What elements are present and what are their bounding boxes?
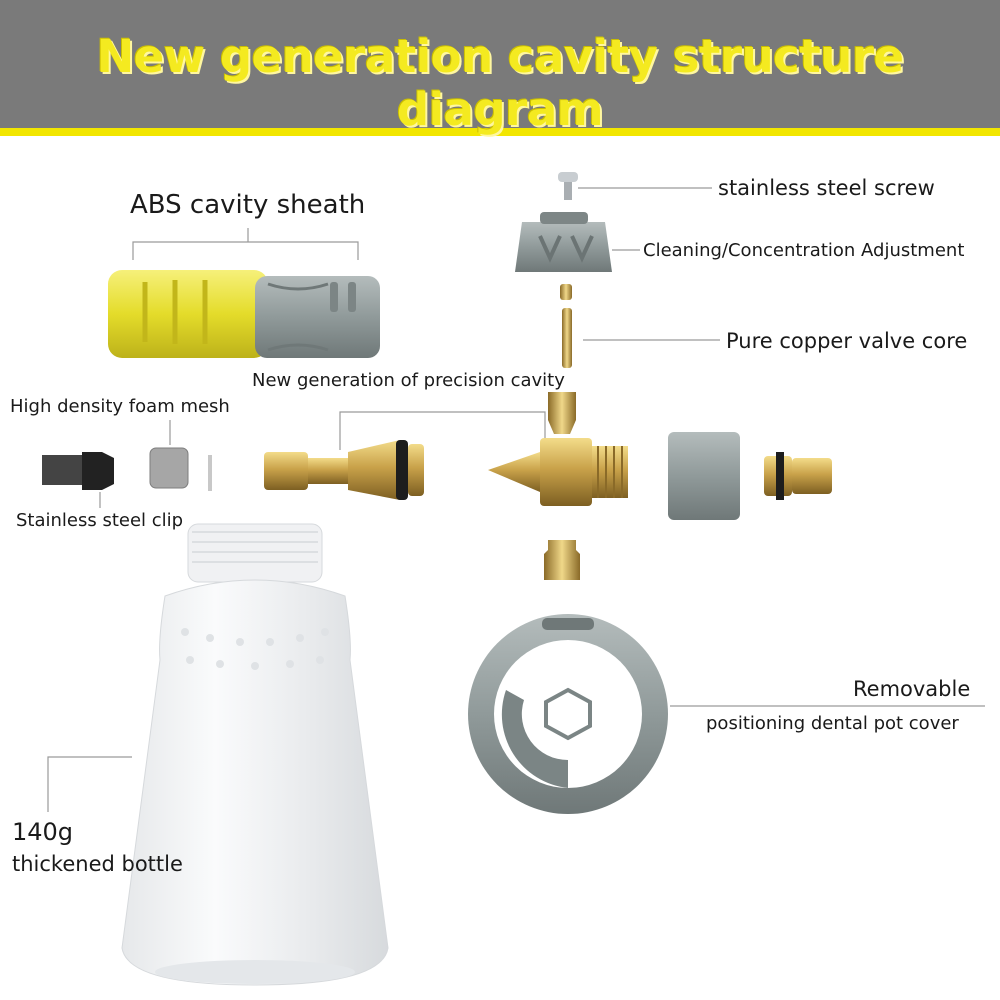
abs-cavity-sheath — [108, 270, 380, 358]
grey-coupler — [668, 432, 740, 520]
copper-valve-core — [562, 308, 572, 368]
leader-bottle — [47, 756, 132, 812]
foam-washer — [208, 455, 212, 491]
label-abs-cavity-sheath: ABS cavity sheath — [130, 190, 366, 220]
thickened-bottle — [121, 523, 389, 986]
brass-fitting-top — [548, 392, 576, 434]
label-pot-cover: positioning dental pot cover — [706, 713, 959, 734]
title-banner — [0, 0, 1000, 128]
brass-main-body — [488, 438, 628, 506]
label-stainless-steel-screw: stainless steel screw — [718, 176, 935, 200]
label-bottle-desc: thickened bottle — [12, 852, 183, 876]
leader-lines — [47, 187, 985, 812]
label-stainless-steel-clip: Stainless steel clip — [16, 510, 184, 531]
precision-cavity-connector — [264, 440, 424, 500]
brass-fitting-bottom — [544, 540, 580, 580]
leader-precision-cavity — [339, 411, 546, 450]
page-title: New generation cavity structure diagram — [96, 30, 904, 136]
leader-abs-sheath — [132, 241, 359, 260]
quick-connector — [764, 452, 832, 500]
label-foam-mesh: High density foam mesh — [10, 396, 230, 417]
label-removable: Removable — [853, 677, 971, 701]
banner-stripe — [0, 128, 1000, 136]
foam-mesh-part — [149, 447, 189, 489]
stainless-steel-screw — [558, 172, 578, 200]
adjustment-knob — [515, 212, 612, 272]
removable-pot-cover — [468, 614, 668, 814]
label-valve-core: Pure copper valve core — [726, 329, 968, 353]
label-adjustment: Cleaning/Concentration Adjustment — [643, 240, 965, 261]
label-precision-cavity: New generation of precision cavity — [252, 370, 565, 391]
stainless-steel-clip-part — [42, 452, 114, 490]
small-nozzle — [560, 284, 572, 300]
label-bottle-mass: 140g — [12, 818, 74, 846]
